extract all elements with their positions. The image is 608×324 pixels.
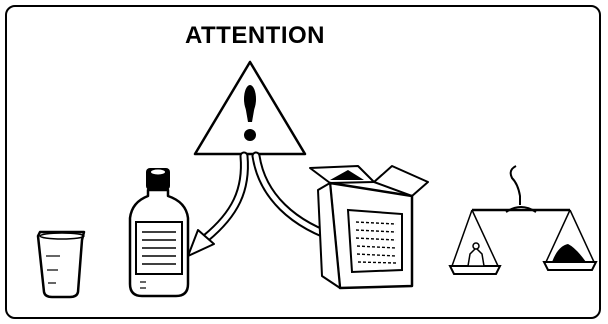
balance-scale-icon <box>450 166 596 274</box>
warning-triangle-icon <box>195 62 305 154</box>
open-box-icon <box>310 166 428 288</box>
measuring-cup-icon <box>38 232 84 297</box>
arrow-to-bottle-icon <box>188 156 244 256</box>
medicine-bottle-icon <box>130 168 188 296</box>
